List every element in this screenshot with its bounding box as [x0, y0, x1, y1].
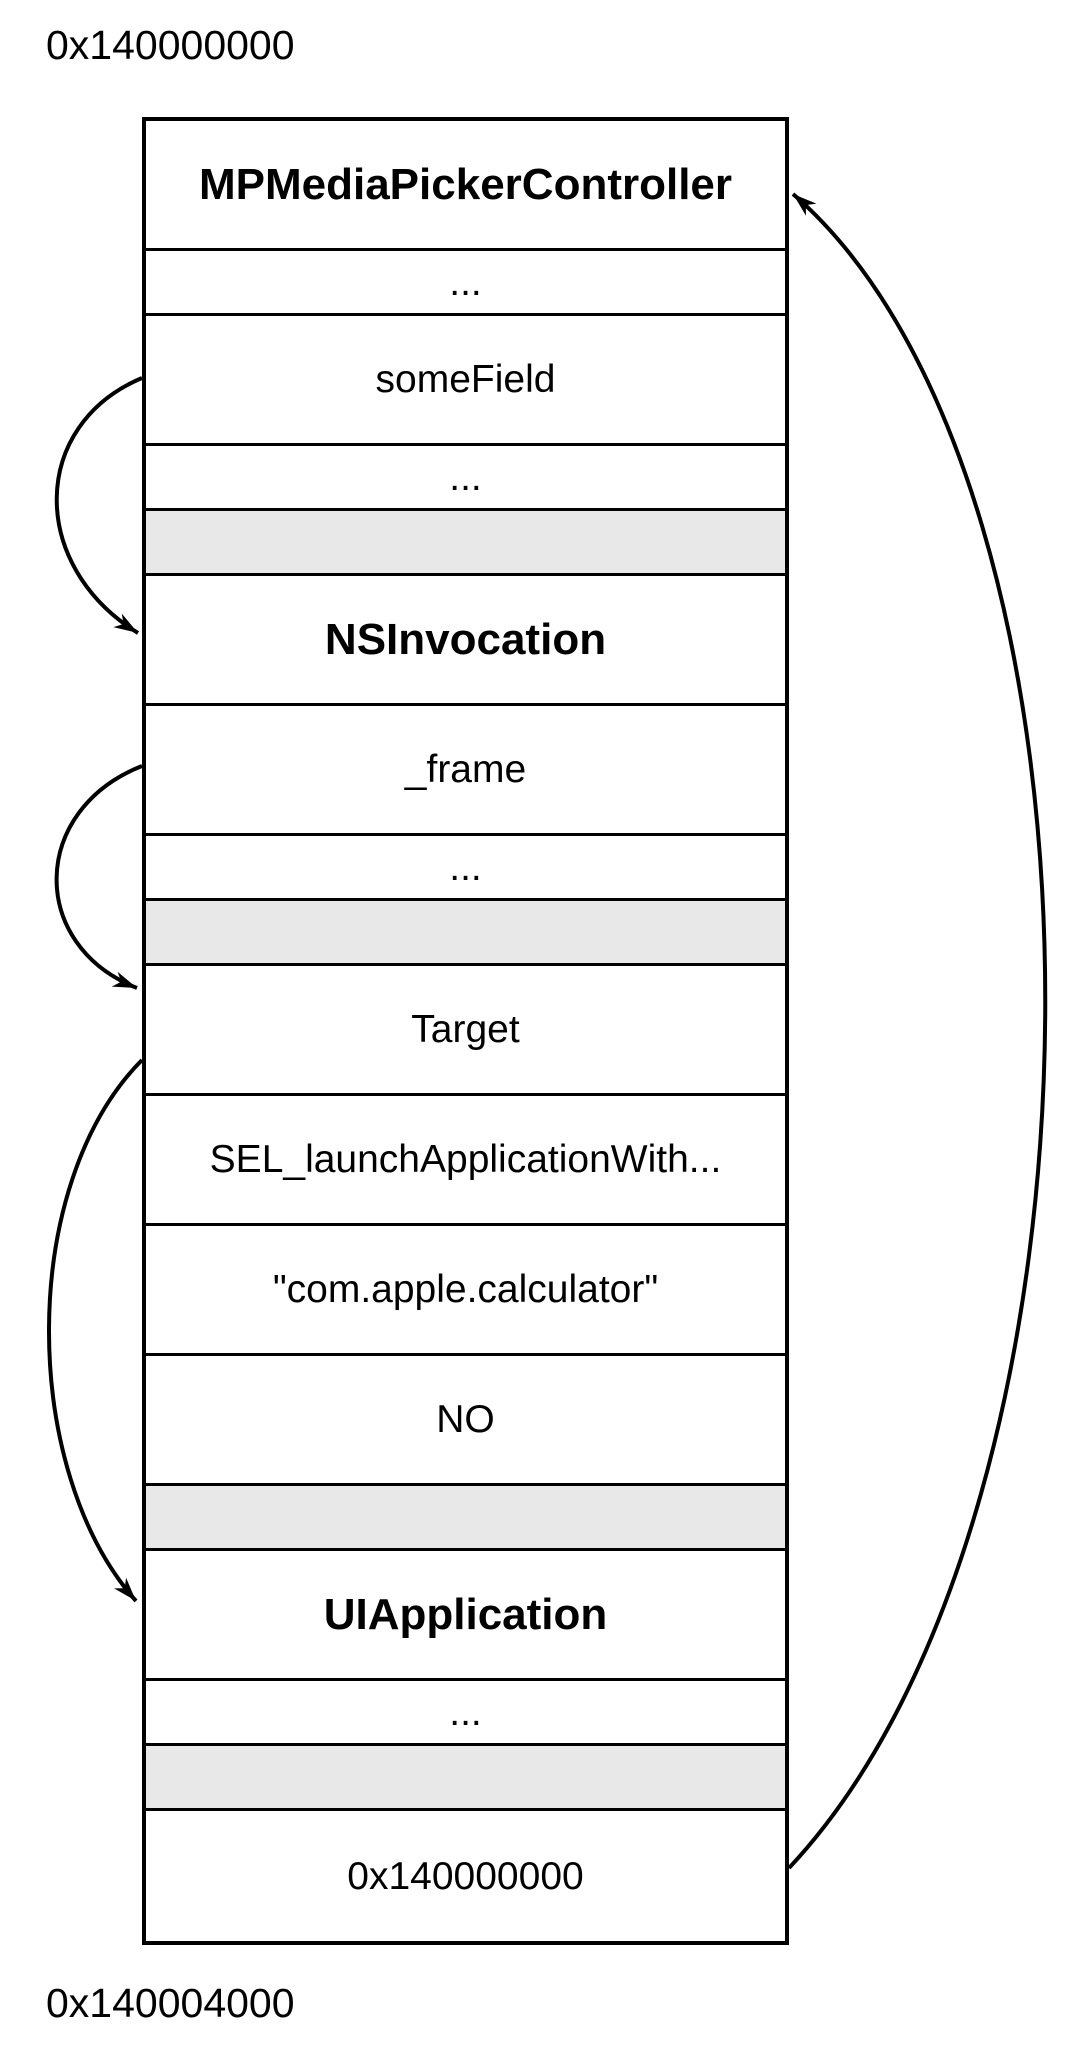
memory-row-ellipsis-3: ... — [146, 836, 785, 901]
memory-row-frame-field: _frame — [146, 706, 785, 836]
pointer-arrow-target-to-uiapplication — [47, 1058, 144, 1603]
memory-row-base-address-field: 0x140000000 — [146, 1811, 785, 1941]
memory-row-label-ellipsis-4: ... — [449, 1690, 482, 1734]
memory-row-spacer-1 — [146, 511, 785, 576]
memory-row-bundle-id-field: "com.apple.calculator" — [146, 1226, 785, 1356]
memory-row-label-bundle-id-field: "com.apple.calculator" — [272, 1268, 659, 1311]
memory-row-spacer-3 — [146, 1486, 785, 1551]
memory-row-label-ellipsis-1: ... — [449, 260, 482, 304]
memory-row-label-nsinvocation-header: NSInvocation — [324, 614, 607, 664]
memory-row-label-ellipsis-3: ... — [449, 845, 482, 889]
memory-row-nsinvocation-header: NSInvocation — [146, 576, 785, 706]
memory-row-mpmediapickercontroller-header: MPMediaPickerController — [146, 121, 785, 251]
memory-row-uiapplication-header: UIApplication — [146, 1551, 785, 1681]
memory-row-somefield: someField — [146, 316, 785, 446]
pointer-arrow-baseaddress-to-mpmediapickercontroller — [787, 192, 1048, 1870]
memory-row-label-frame-field: _frame — [404, 748, 527, 791]
memory-row-label-mpmediapickercontroller-header: MPMediaPickerController — [198, 159, 733, 209]
memory-box: MPMediaPickerController... someField... NS… — [142, 117, 789, 1945]
memory-row-selector-field: SEL_launchApplicationWith... — [146, 1096, 785, 1226]
memory-row-label-selector-field: SEL_launchApplicationWith... — [209, 1138, 722, 1181]
memory-row-spacer-4 — [146, 1746, 785, 1811]
memory-row-label-base-address-field: 0x140000000 — [347, 1854, 584, 1898]
memory-row-label-uiapplication-header: UIApplication — [323, 1589, 608, 1639]
memory-row-spacer-2 — [146, 901, 785, 966]
pointer-arrow-frame-to-target — [54, 764, 143, 990]
memory-row-target-field: Target — [146, 966, 785, 1096]
pointer-arrow-somefield-to-nsinvocation — [54, 376, 143, 635]
memory-row-ellipsis-2: ... — [146, 446, 785, 511]
memory-row-label-no-field: NO — [436, 1398, 495, 1441]
memory-row-label-somefield: someField — [375, 358, 556, 401]
top-address-label: 0x140000000 — [46, 22, 295, 68]
memory-row-ellipsis-4: ... — [146, 1681, 785, 1746]
memory-row-label-target-field: Target — [411, 1008, 520, 1051]
memory-row-no-field: NO — [146, 1356, 785, 1486]
bottom-address-label: 0x140004000 — [46, 1980, 295, 2026]
memory-row-ellipsis-1: ... — [146, 251, 785, 316]
memory-row-label-ellipsis-2: ... — [449, 455, 482, 499]
